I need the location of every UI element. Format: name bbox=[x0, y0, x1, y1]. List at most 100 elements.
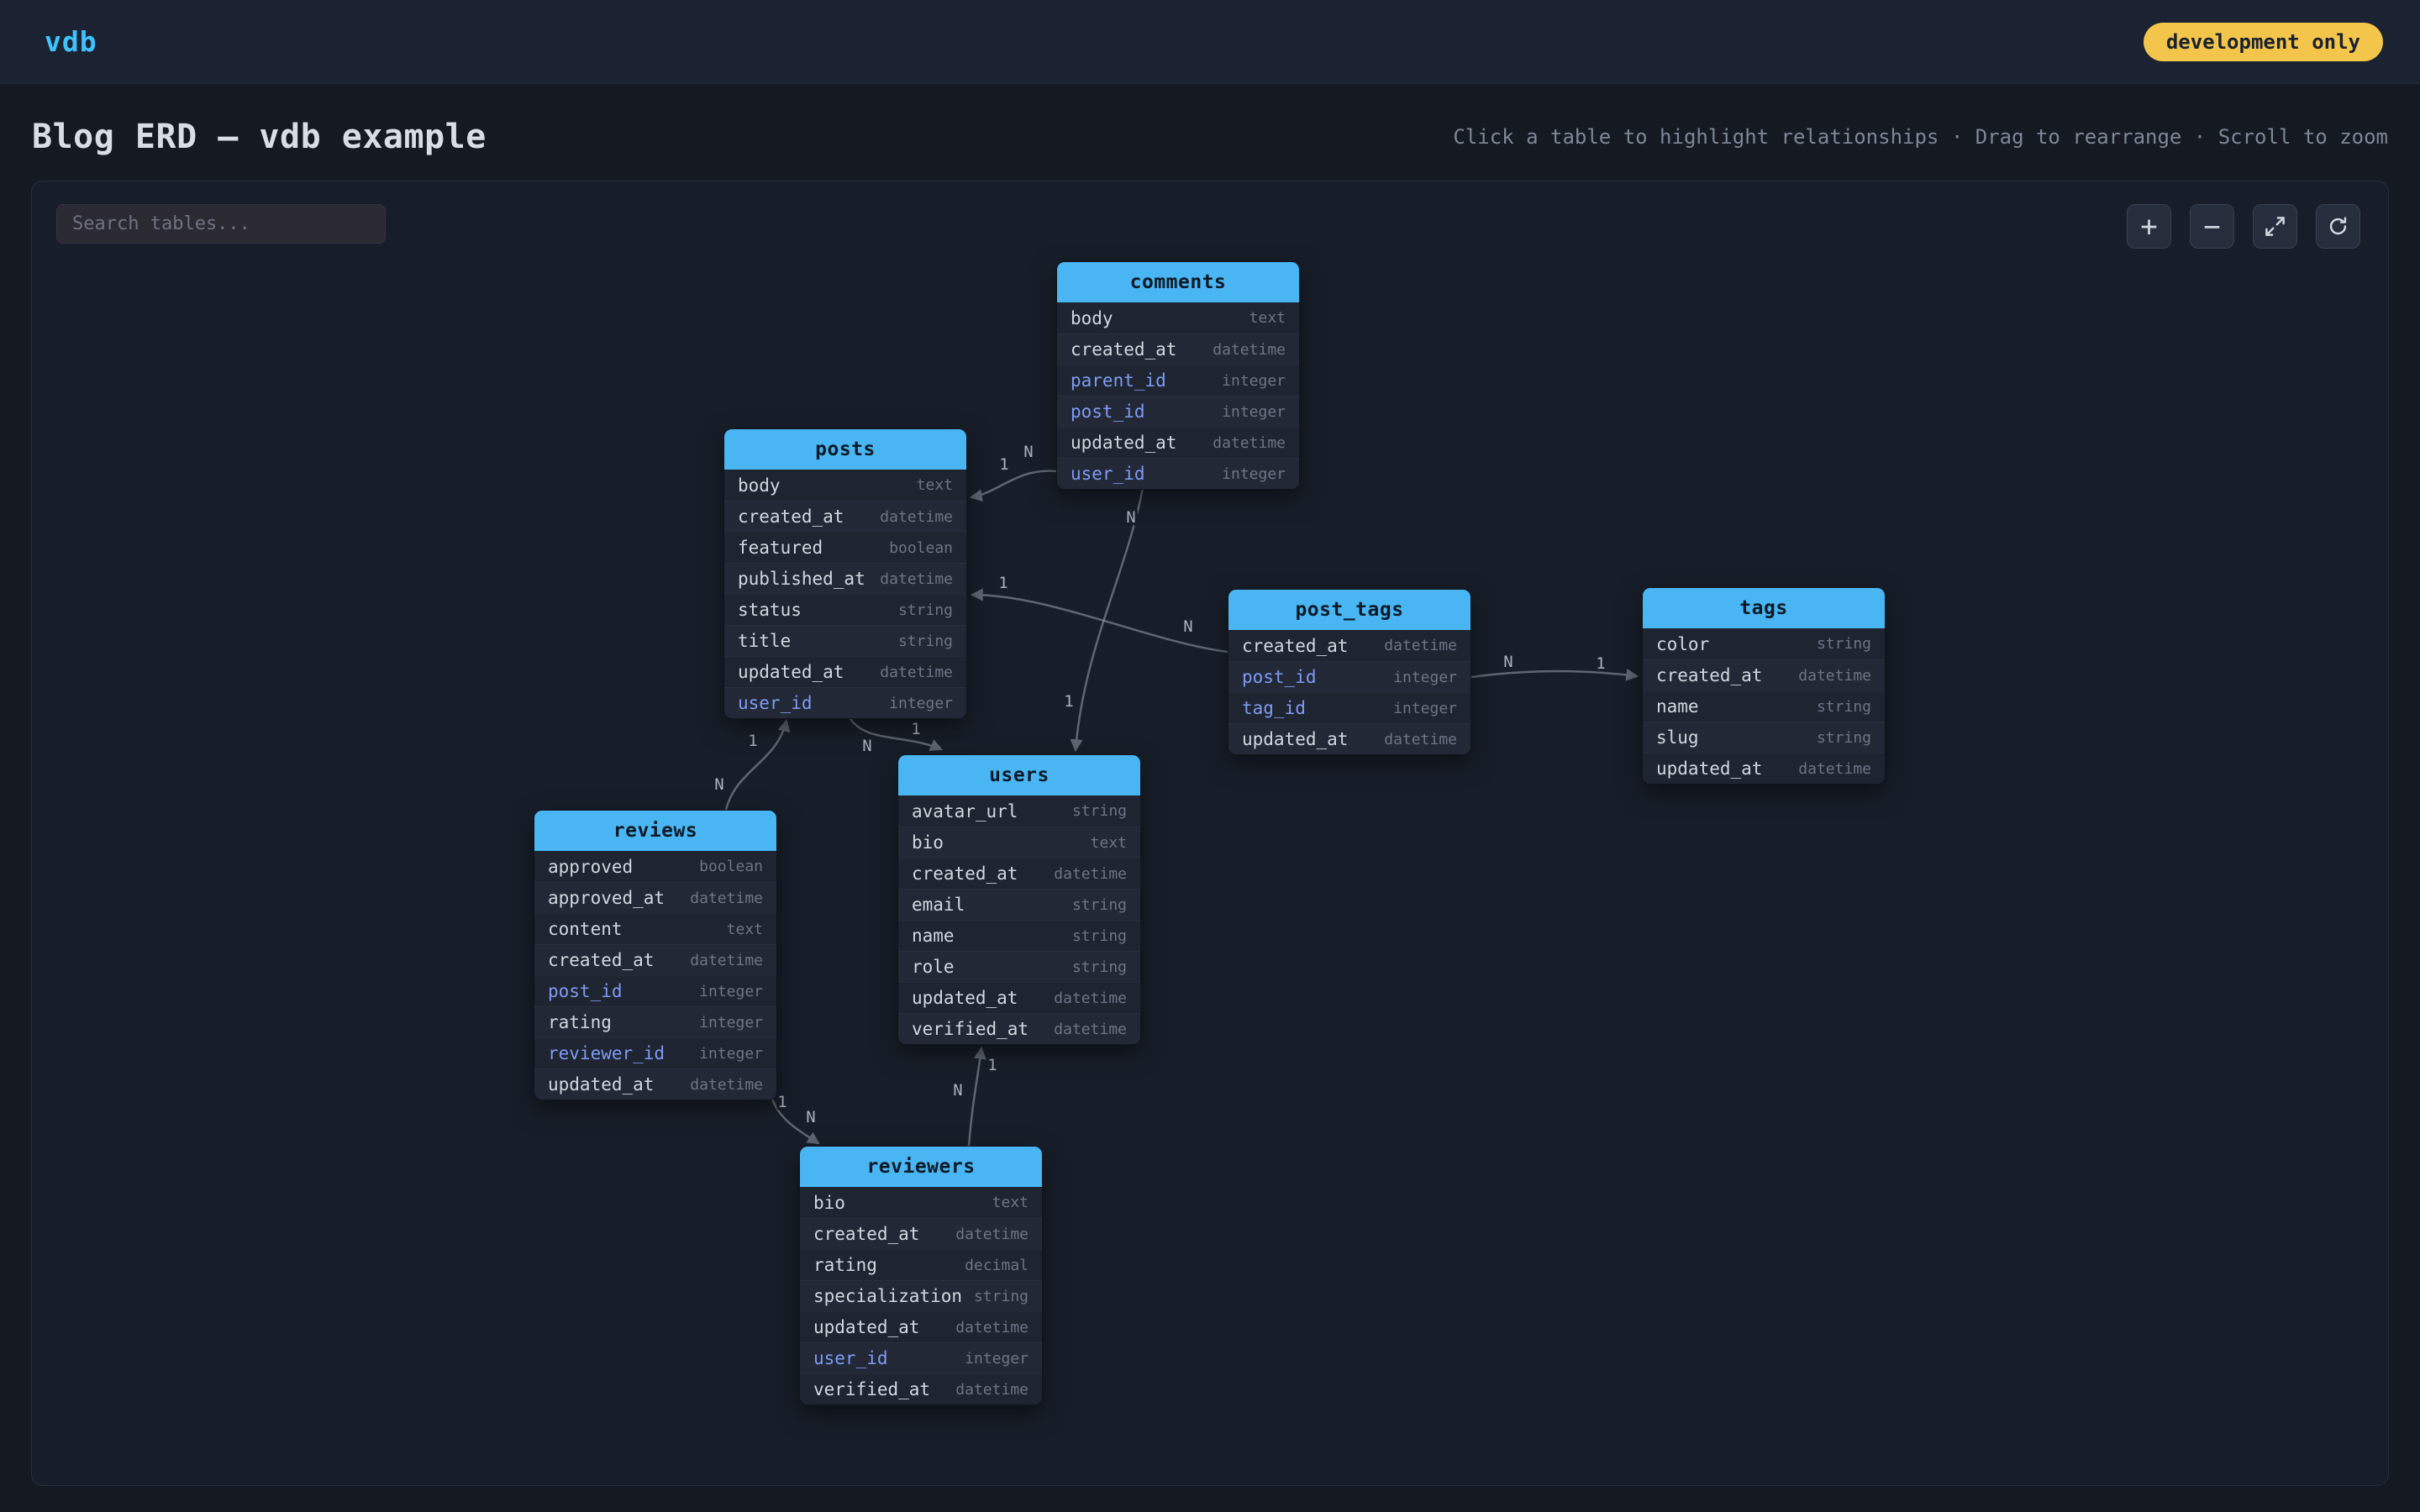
edge-cardinality-label: 1 bbox=[1596, 654, 1605, 673]
page-header: Blog ERD — vdb example Click a table to … bbox=[0, 84, 2420, 181]
field-type: datetime bbox=[690, 1075, 763, 1094]
edge-reviews-to-posts bbox=[724, 718, 791, 811]
zoom-out-button[interactable]: − bbox=[2190, 204, 2234, 249]
field-row-comments-user_id[interactable]: user_id integer bbox=[1057, 458, 1299, 489]
minus-icon: − bbox=[2203, 209, 2221, 244]
field-type: datetime bbox=[1213, 433, 1286, 452]
environment-badge: development only bbox=[2143, 22, 2383, 61]
table-title-reviews[interactable]: reviews bbox=[534, 811, 776, 851]
field-name-foreign-key: parent_id bbox=[1071, 370, 1166, 391]
table-title-users[interactable]: users bbox=[898, 755, 1140, 795]
edge-cardinality-label: 1 bbox=[777, 1093, 786, 1111]
field-type: text bbox=[916, 476, 953, 494]
field-type: integer bbox=[699, 1013, 763, 1032]
table-title-post_tags[interactable]: post_tags bbox=[1228, 590, 1470, 630]
field-type: string bbox=[897, 632, 953, 650]
field-type: datetime bbox=[1054, 864, 1127, 883]
field-type: integer bbox=[965, 1349, 1028, 1368]
app-logo[interactable]: vdb bbox=[45, 25, 97, 58]
field-type: datetime bbox=[880, 570, 953, 588]
edge-cardinality-label: N bbox=[714, 775, 723, 794]
table-title-tags[interactable]: tags bbox=[1643, 588, 1885, 628]
edge-reviews-to-reviewers bbox=[771, 1098, 820, 1145]
field-name: email bbox=[912, 895, 965, 915]
field-row-users-created_at[interactable]: created_at datetime bbox=[898, 858, 1140, 889]
table-title-comments[interactable]: comments bbox=[1057, 262, 1299, 302]
field-type: integer bbox=[1222, 371, 1286, 390]
field-name-foreign-key: user_id bbox=[1071, 464, 1145, 484]
field-row-comments-parent_id[interactable]: parent_id integer bbox=[1057, 365, 1299, 396]
field-type: string bbox=[973, 1287, 1028, 1305]
table-title-reviewers[interactable]: reviewers bbox=[800, 1147, 1042, 1187]
edge-cardinality-label: 1 bbox=[998, 574, 1007, 592]
field-name: created_at bbox=[813, 1224, 920, 1244]
table-title-posts[interactable]: posts bbox=[724, 429, 966, 470]
field-type: integer bbox=[1222, 465, 1286, 483]
edge-comments-to-users bbox=[1070, 487, 1144, 753]
field-name: created_at bbox=[912, 864, 1018, 884]
field-row-reviews-updated_at[interactable]: updated_at datetime bbox=[534, 1068, 776, 1100]
zoom-in-button[interactable]: + bbox=[2127, 204, 2171, 249]
search-input[interactable] bbox=[56, 204, 386, 244]
field-type: text bbox=[992, 1194, 1028, 1211]
field-type: datetime bbox=[1054, 989, 1127, 1007]
edge-cardinality-label: 1 bbox=[999, 455, 1008, 474]
field-type: text bbox=[1090, 833, 1127, 852]
fit-view-button[interactable] bbox=[2253, 204, 2297, 249]
field-name: updated_at bbox=[548, 1074, 655, 1095]
reset-view-button[interactable] bbox=[2316, 204, 2360, 249]
edge-cardinality-label: N bbox=[1183, 617, 1192, 636]
field-name: updated_at bbox=[1656, 759, 1763, 779]
